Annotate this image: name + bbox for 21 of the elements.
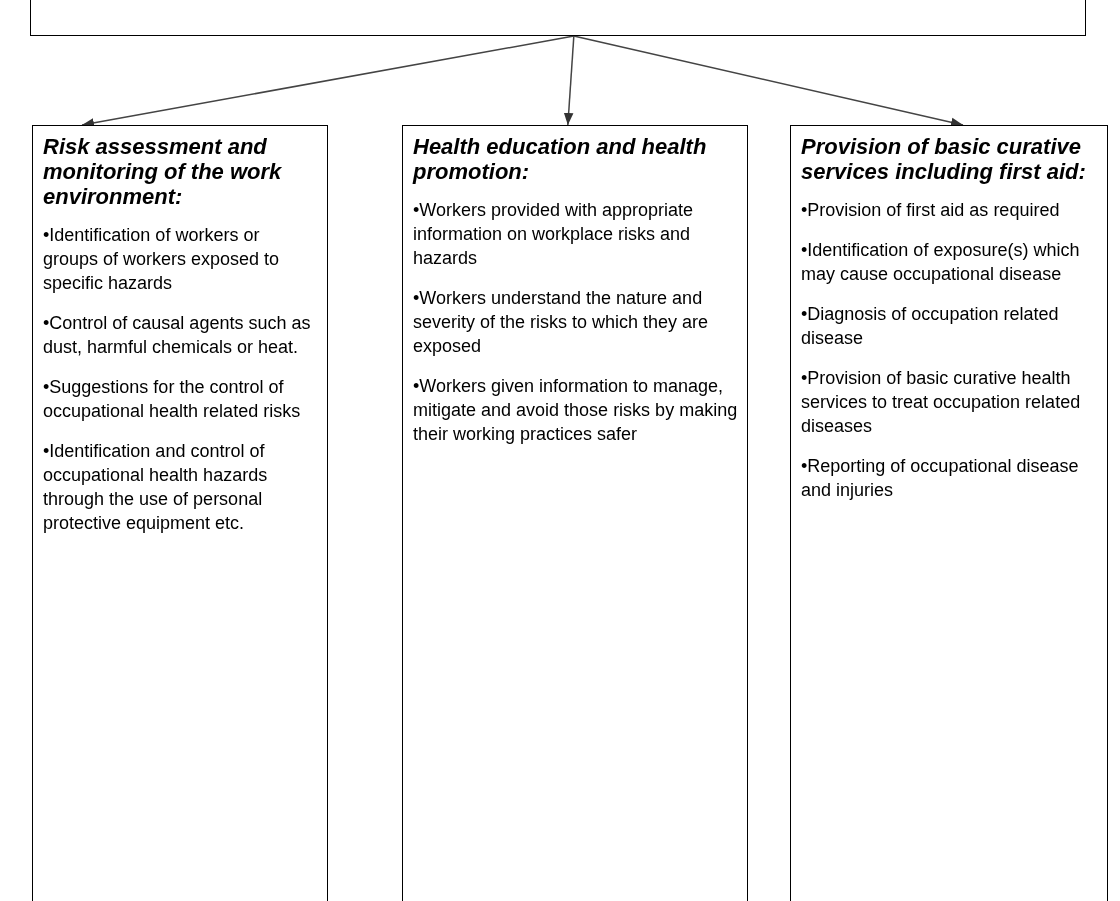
box-heading: Provision of basic curative services including first aid: [801,134,1087,184]
bullet-text: •Workers understand the nature and severity of the risks to which they are exposed [413,287,710,358]
bullet-text: •Workers provided with appropriate information on workplace risks and hazards [413,199,695,270]
box-heading: Health education and health promotion: [413,134,708,184]
box [30,0,1086,36]
text-box [790,125,1108,901]
bullet-text: •Provision of basic curative health services to treat occupation related diseases [801,367,1082,438]
bullet-text: •Reporting of occupational disease and injuries [801,455,1080,502]
bullet-text: •Suggestions for the control of occupational health related risks [43,376,302,423]
bullet-text: •Diagnosis of occupation related disease [801,303,1060,350]
bullet-text: •Identification and control of occupational health hazards through the use of personal protective equipment etc. [43,440,269,535]
box-heading: Risk assessment and monitoring of the work environment: [43,134,283,209]
arrow [573,35,964,127]
bullet-text: •Provision of first aid as required [801,199,1061,222]
bullet-text: •Workers given information to manage, mitigate and avoid those risks by making their working practices safer [413,375,739,446]
bullet-text: •Identification of exposure(s) which may cause occupational disease [801,239,1081,286]
bullet-text: •Identification of workers or groups of workers exposed to specific hazards [43,224,281,295]
arrow [563,35,575,126]
bullet-text: •Control of causal agents such as dust, harmful chemicals or heat. [43,312,312,359]
text-box [402,125,748,901]
text-box [32,125,328,901]
